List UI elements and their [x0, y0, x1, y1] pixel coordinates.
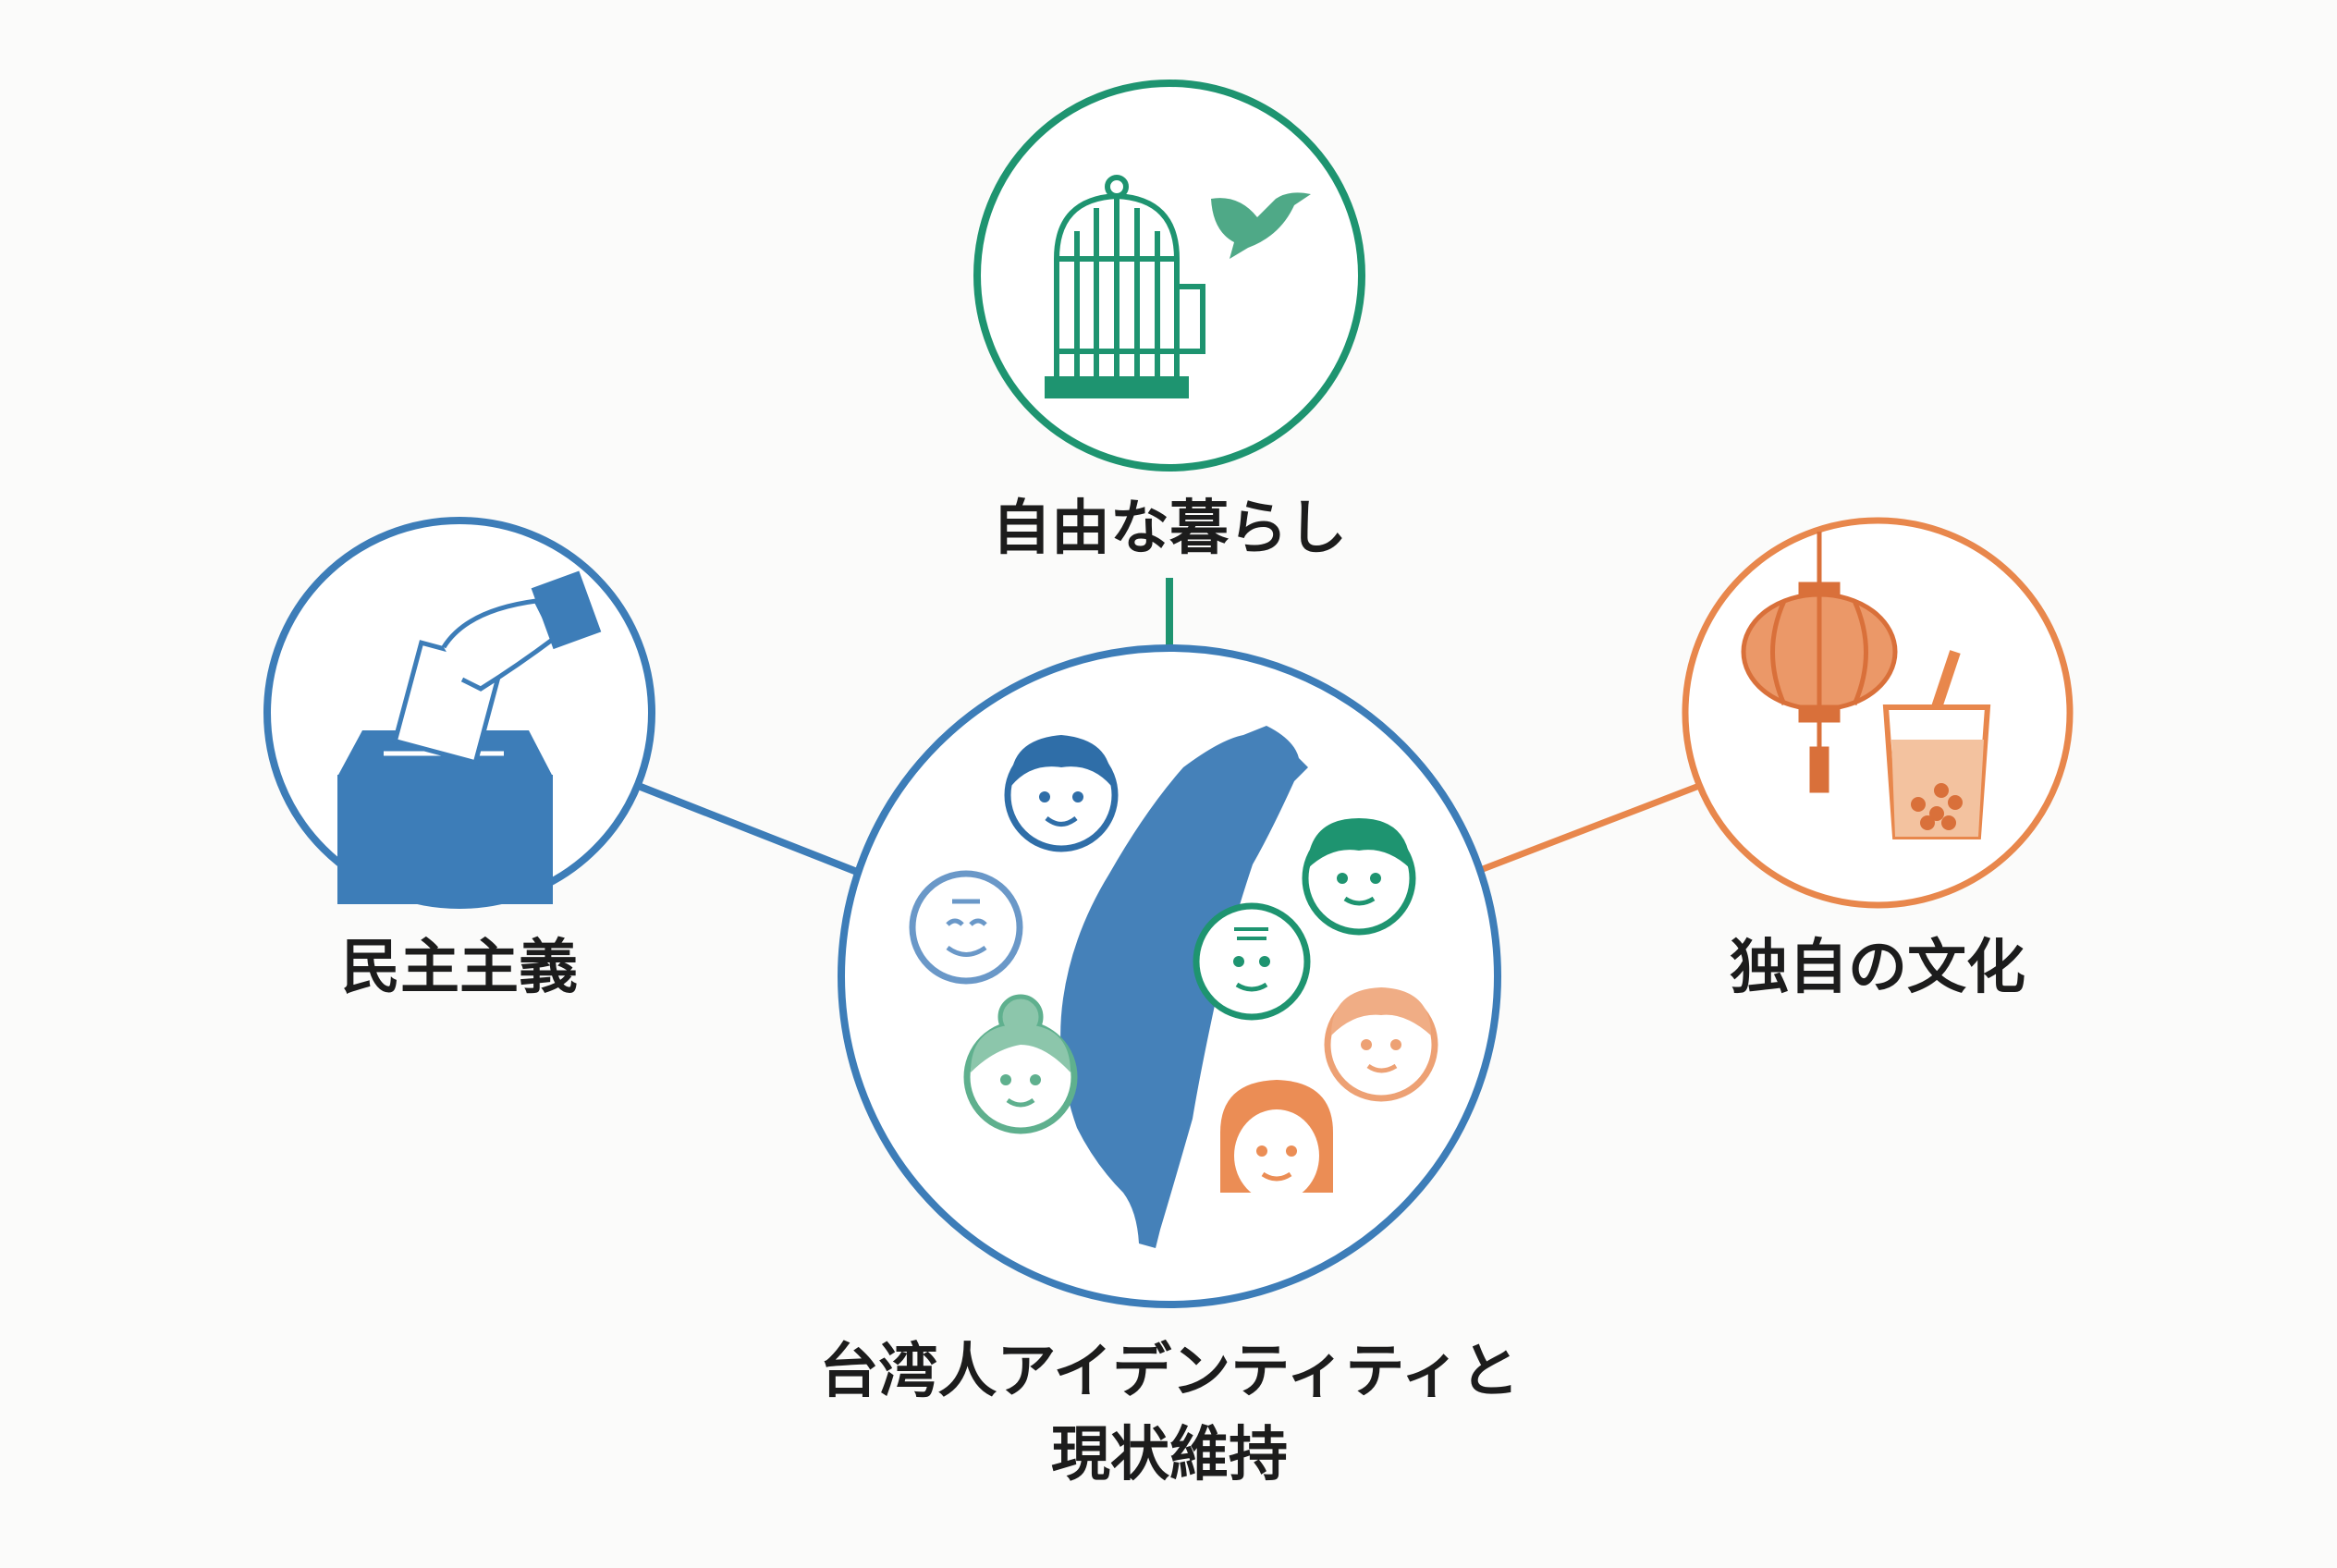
- connector-right: [1481, 782, 1701, 873]
- identity-label-line1: 台湾人アイデンティティと: [819, 1338, 1520, 1406]
- culture-node: [1682, 517, 2074, 909]
- face-elder-blue: [909, 870, 1023, 985]
- ballot-box-icon: [337, 570, 602, 904]
- freedom-label: 自由な暮らし: [992, 495, 1347, 563]
- face-elder-green: [1193, 902, 1311, 1021]
- culture-label: 独自の文化: [1730, 934, 2025, 1002]
- face-man-blue: [1004, 735, 1119, 852]
- face-elder-orange: [1324, 987, 1438, 1102]
- taiwan-map-icon: [1060, 726, 1308, 1248]
- bubble-tea-icon: [1882, 650, 1991, 839]
- identity-label-line2: 現状維持: [1051, 1420, 1288, 1489]
- freedom-node: [973, 80, 1365, 472]
- face-woman-green: [963, 994, 1078, 1134]
- face-girl-orange: [1220, 1080, 1333, 1202]
- lantern-icon: [1741, 532, 1898, 793]
- dove-icon: [1211, 192, 1311, 259]
- democracy-node: [263, 517, 655, 909]
- face-boy-green: [1302, 818, 1416, 936]
- identity-node: [838, 644, 1501, 1308]
- birdcage-icon: [1045, 175, 1205, 398]
- connector-left: [639, 783, 859, 876]
- identity-label: 台湾人アイデンティティと 現状維持: [819, 1331, 1519, 1497]
- democracy-label: 民主主義: [341, 934, 578, 1002]
